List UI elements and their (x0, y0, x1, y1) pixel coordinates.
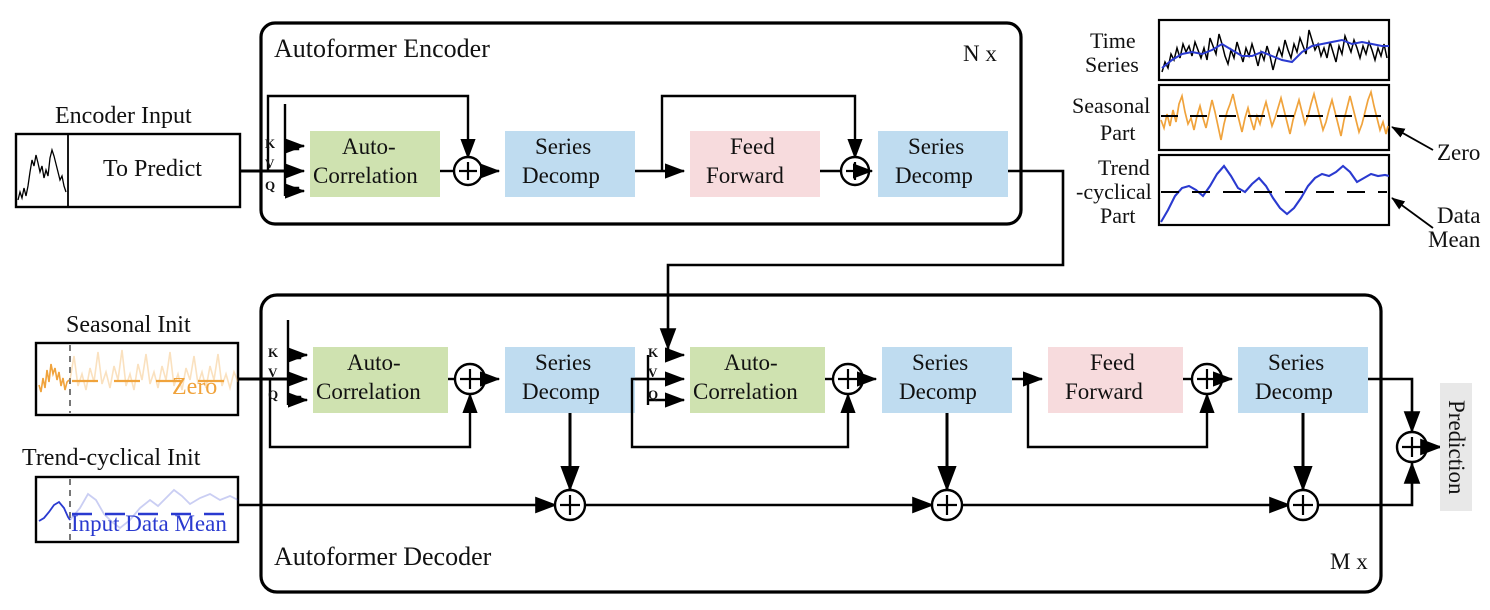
enc-series-decomp-1-label-1: Series (535, 134, 592, 159)
trend-cyclical-part-line (1160, 164, 1389, 223)
dec-series-decomp-1-label-2: Decomp (522, 379, 600, 404)
dec-auto-correlation-1-label-1: Auto- (347, 350, 401, 375)
encoder-to-predict-label: To Predict (103, 156, 202, 182)
decoder-q1-label: Q (268, 387, 279, 402)
encoder-q-arrow (284, 183, 306, 199)
decoder-adder-1-plus (460, 369, 480, 389)
decoder-residual-1 (268, 379, 478, 449)
data-mean-annotation-arrow (1391, 197, 1434, 229)
enc-series-decomp-1-label-2: Decomp (522, 163, 600, 188)
encoder-k-arrow (284, 138, 306, 154)
decoder-title: Autoformer Decoder (274, 542, 492, 571)
enc-auto-correlation-label-1: Auto- (342, 134, 396, 159)
dec-series-decomp-1-label-1: Series (535, 350, 592, 375)
seasonal-init-caption: Seasonal Init (66, 312, 191, 338)
enc-feed-forward-box[interactable] (690, 131, 820, 197)
time-series-caption-line-2: Series (1085, 52, 1139, 77)
encoder-residual-1 (266, 94, 476, 171)
trend-cyclical-init-caption: Trend-cyclical Init (22, 445, 201, 471)
seasonal-part-caption-line-1: Seasonal (1072, 93, 1151, 118)
seasonal-part-caption-line-2: Part (1100, 120, 1136, 145)
enc-feed-forward-label-1: Feed (730, 134, 775, 159)
trend-cyclical-init-mean-label: Input Data Mean (71, 511, 227, 536)
decoder-trend-adder-2-plus (937, 495, 957, 515)
decoder-k2-label: K (648, 345, 659, 360)
trend-cyclical-caption-line-2: -cyclical (1076, 179, 1152, 204)
decoder-adder-2-plus (838, 369, 858, 389)
decoder-residual-2 (630, 377, 856, 449)
enc-auto-correlation-label-2: Correlation (313, 163, 418, 188)
dec-series-decomp-1-box[interactable] (505, 347, 635, 413)
encoder-title: Autoformer Encoder (274, 34, 490, 63)
encoder-v-label: V (265, 156, 275, 171)
seasonal-init-zero-label: Zero (172, 374, 218, 400)
trend-cyclical-caption-line-3: Part (1100, 203, 1136, 228)
dec-series-decomp-3-box[interactable] (1238, 347, 1368, 413)
trend-cyclical-part-plot-box (1157, 153, 1391, 227)
decoder-v2-label: V (648, 365, 658, 380)
encoder-repeat-label: N x (963, 41, 997, 66)
seasonal-out-to-final (1368, 377, 1421, 434)
decoder-k1-arrow (287, 347, 309, 363)
enc-feed-forward-label-2: Forward (706, 163, 784, 188)
dec-series-decomp-2-box[interactable] (882, 347, 1012, 413)
encoder-container (259, 21, 1023, 226)
prediction-output-label: Prediction (1440, 383, 1472, 511)
trend-out-to-final (1318, 461, 1421, 507)
decoder-k1-label: K (268, 345, 279, 360)
seasonal-part-line (1160, 88, 1389, 141)
dec-auto-correlation-1-label-2: Correlation (316, 379, 421, 404)
decoder-residual-3 (1026, 379, 1215, 449)
encoder-input-sparkline (17, 147, 67, 201)
decoder-q2-label: Q (648, 387, 659, 402)
time-series-caption-line-1: Time (1090, 28, 1136, 53)
encoder-k-label: K (265, 136, 276, 151)
dec-feed-forward-label-2: Forward (1065, 379, 1143, 404)
trend-cyclical-init-box (34, 475, 240, 544)
enc-series-decomp-2-label-1: Series (908, 134, 965, 159)
seasonal-init-future-faded (69, 349, 238, 392)
dec-auto-correlation-2-label-2: Correlation (693, 379, 798, 404)
enc-series-decomp-2-label-2: Decomp (895, 163, 973, 188)
final-adder-plus (1402, 437, 1422, 457)
zero-annotation-label: Zero (1437, 140, 1481, 165)
decoder-repeat-label: M x (1330, 549, 1368, 574)
dec-auto-correlation-2-label-1: Auto- (724, 350, 778, 375)
trend-cyclical-caption-line-1: Trend (1098, 155, 1150, 180)
enc-series-decomp-2-box[interactable] (878, 131, 1008, 197)
dec-series-decomp-2-label-2: Decomp (899, 379, 977, 404)
enc-series-decomp-1-box[interactable] (505, 131, 635, 197)
dec-auto-correlation-2-box[interactable] (690, 347, 825, 413)
encoder-adder-1-plus (459, 162, 477, 180)
trend-init-future-faded (69, 488, 238, 530)
encoder-residual-2 (660, 94, 863, 171)
encoder-input-box (14, 132, 242, 209)
dec-auto-correlation-1-box[interactable] (313, 347, 448, 413)
enc-auto-correlation-box[interactable] (310, 131, 440, 197)
dec-feed-forward-label-1: Feed (1090, 350, 1135, 375)
dec-series-decomp-3-label-2: Decomp (1255, 379, 1333, 404)
data-mean-annotation-label-1: Data (1437, 203, 1481, 228)
seasonal-init-observed (38, 363, 70, 393)
dec-series-decomp-3-label-1: Series (1268, 350, 1325, 375)
decoder-q1-arrow (287, 392, 309, 408)
encoder-output-to-decoder (659, 169, 1065, 351)
zero-annotation-arrow (1391, 126, 1434, 151)
time-series-trend-line (1161, 38, 1389, 69)
encoder-input-caption: Encoder Input (55, 103, 192, 129)
dec-series-decomp-2-label-1: Series (912, 350, 969, 375)
trend-init-observed (38, 500, 71, 522)
decoder-trend-adder-3-plus (1293, 495, 1313, 515)
decoder-trend-adder-1-plus (560, 495, 580, 515)
decoder-v1-label: V (268, 365, 278, 380)
dec-feed-forward-box[interactable] (1048, 347, 1183, 413)
encoder-q-label: Q (265, 178, 276, 193)
data-mean-annotation-label-2: Mean (1428, 227, 1481, 252)
